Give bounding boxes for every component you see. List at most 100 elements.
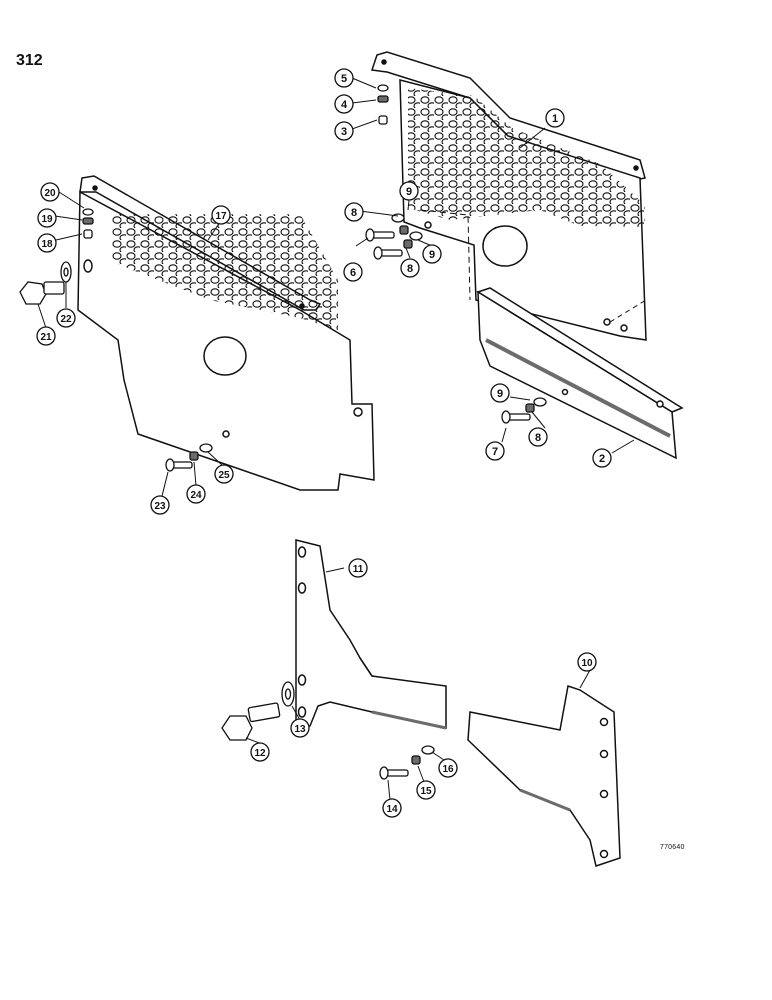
- washer-part-25: [199, 443, 213, 453]
- callout-circle: [250, 742, 270, 762]
- callout-22: 22: [56, 308, 76, 328]
- angle-strip-part-2: [476, 287, 684, 460]
- callout-circle: [348, 558, 368, 578]
- callout-circle: [214, 464, 234, 484]
- callout-8: 8: [344, 202, 364, 222]
- callout-number: 21: [40, 332, 52, 343]
- callout-23: 23: [150, 495, 170, 515]
- callout-8: 8: [400, 258, 420, 278]
- callout-number: 6: [350, 267, 356, 279]
- drawing-number: 770640: [660, 844, 685, 851]
- callout-number: 8: [535, 432, 541, 444]
- lockwasher-part-19: [82, 217, 94, 225]
- callout-circle: [334, 68, 354, 88]
- callout-number: 24: [190, 490, 202, 501]
- callout-number: 12: [254, 748, 266, 759]
- callout-circle: [490, 383, 510, 403]
- washer-part-16: [421, 745, 435, 755]
- callout-circle: [438, 758, 458, 778]
- lockwasher-part-8a: [399, 225, 409, 235]
- lockwasher-part-24: [189, 451, 199, 461]
- callout-7: 7: [485, 441, 505, 461]
- callout-circle: [40, 182, 60, 202]
- callout-number: 20: [44, 188, 56, 199]
- callout-number: 19: [41, 214, 53, 225]
- callout-number: 23: [154, 501, 166, 512]
- callout-10: 10: [577, 652, 597, 672]
- callout-12: 12: [250, 742, 270, 762]
- callout-3: 3: [334, 121, 354, 141]
- callout-number: 15: [420, 786, 432, 797]
- callout-circle: [290, 718, 310, 738]
- callout-number: 5: [341, 73, 347, 85]
- shield-part-17: [77, 175, 375, 491]
- callout-20: 20: [40, 182, 60, 202]
- callout-circle: [400, 258, 420, 278]
- callout-number: 16: [442, 764, 454, 775]
- callout-number: 10: [581, 658, 593, 669]
- callout-circle: [416, 780, 436, 800]
- hardware: [19, 84, 547, 780]
- bracket-part-10: [467, 685, 621, 867]
- callout-number: 7: [492, 446, 498, 458]
- page-number: 312: [16, 52, 43, 69]
- callout-2: 2: [592, 448, 612, 468]
- callout-circle: [211, 205, 231, 225]
- callout-13: 13: [290, 718, 310, 738]
- capscrew-part-23: [165, 458, 193, 472]
- callout-number: 2: [599, 453, 605, 465]
- callout-circle: [334, 94, 354, 114]
- nut-part-3: [378, 115, 388, 125]
- lockwasher-part-4: [377, 95, 389, 103]
- callout-number: 8: [407, 263, 413, 275]
- callout-16: 16: [438, 758, 458, 778]
- callout-number: 14: [386, 804, 398, 815]
- callout-9: 9: [422, 244, 442, 264]
- callout-8: 8: [528, 427, 548, 447]
- callout-circle: [343, 262, 363, 282]
- callout-24: 24: [186, 484, 206, 504]
- callout-4: 4: [334, 94, 354, 114]
- capscrew-part-14: [379, 766, 409, 780]
- callout-9: 9: [490, 383, 510, 403]
- callout-circle: [592, 448, 612, 468]
- lockwasher-part-8b: [403, 239, 413, 249]
- callout-number: 1: [552, 113, 558, 125]
- callout-circle: [36, 326, 56, 346]
- callout-15: 15: [416, 780, 436, 800]
- callout-circle: [186, 484, 206, 504]
- callout-19: 19: [37, 208, 57, 228]
- callout-18: 18: [37, 233, 57, 253]
- washer-part-9c: [533, 397, 547, 407]
- callout-circle: [528, 427, 548, 447]
- callout-circle: [150, 495, 170, 515]
- lockwasher-part-15: [411, 755, 421, 765]
- washer-part-5: [377, 84, 389, 92]
- callout-5: 5: [334, 68, 354, 88]
- callout-21: 21: [36, 326, 56, 346]
- callout-number: 8: [351, 207, 357, 219]
- callout-circle: [334, 121, 354, 141]
- callout-number: 4: [341, 99, 348, 111]
- callout-circle: [422, 244, 442, 264]
- callout-circle: [37, 208, 57, 228]
- callout-circle: [577, 652, 597, 672]
- callout-circle: [382, 798, 402, 818]
- capscrew-part-21: [19, 281, 65, 305]
- callout-circle: [545, 108, 565, 128]
- capscrew-part-6-upper: [365, 228, 395, 242]
- callout-number: 9: [429, 249, 435, 261]
- capscrew-part-6-lower: [373, 246, 403, 260]
- lockwasher-part-8c: [525, 403, 535, 413]
- capscrew-part-7: [501, 410, 531, 424]
- callout-circle: [344, 202, 364, 222]
- callout-17: 17: [211, 205, 231, 225]
- callout-25: 25: [214, 464, 234, 484]
- capscrew-part-12: [221, 702, 281, 741]
- callout-number: 13: [294, 724, 306, 735]
- washer-part-9b: [409, 231, 423, 241]
- callout-circle: [399, 181, 419, 201]
- callout-number: 25: [218, 470, 230, 481]
- nut-part-18: [83, 229, 93, 239]
